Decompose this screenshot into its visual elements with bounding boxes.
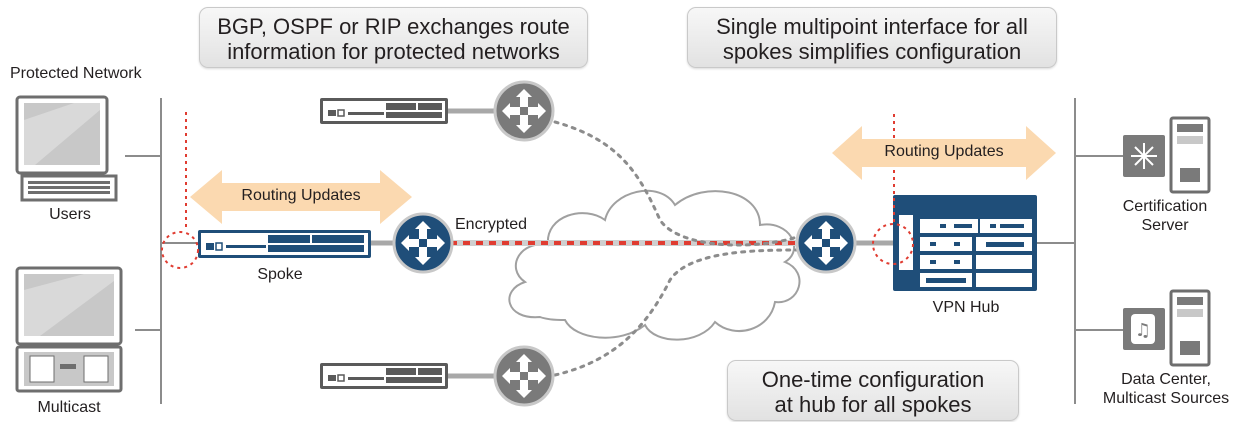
data-center-server-icon: ♫ — [1123, 289, 1211, 367]
dotted-link-bottom — [553, 248, 802, 377]
spoke-appliance-bottom — [319, 362, 449, 390]
router-spoke-icon — [392, 212, 454, 274]
data-center-label: Data Center, Multicast Sources — [1102, 371, 1230, 407]
router-top-gray-icon — [493, 80, 555, 142]
routing-updates-right-arrow — [832, 126, 1056, 180]
routing-updates-left-arrow — [190, 170, 412, 224]
router-hub-icon — [795, 212, 857, 274]
spoke-appliance-top — [319, 97, 449, 125]
internet-cloud-icon — [508, 189, 801, 341]
left-interface-marker — [161, 231, 199, 269]
vpn-hub-chassis-icon — [893, 195, 1037, 291]
spoke-appliance-blue — [198, 230, 371, 258]
routing-updates-left-label: Routing Updates — [241, 187, 361, 204]
multicast-label: Multicast — [37, 399, 101, 416]
right-interface-marker — [872, 223, 914, 265]
certification-server-icon — [1123, 116, 1211, 194]
certification-server-label: Certification Server — [1122, 198, 1208, 234]
callout-one-time-config: One-time configuration at hub for all sp… — [727, 360, 1019, 421]
vpn-hub-label: VPN Hub — [932, 299, 1000, 316]
router-bottom-gray-icon — [493, 345, 555, 407]
routing-updates-right-label: Routing Updates — [884, 143, 1004, 160]
protected-network-label: Protected Network — [10, 65, 142, 82]
svg-text:♫: ♫ — [1135, 320, 1151, 341]
dotted-link-top — [553, 120, 802, 247]
callout-routing-protocols: BGP, OSPF or RIP exchanges route informa… — [199, 7, 588, 68]
spoke-label: Spoke — [257, 266, 303, 283]
callout-multipoint: Single multipoint interface for all spok… — [687, 7, 1057, 68]
users-label: Users — [49, 206, 91, 223]
encrypted-label: Encrypted — [455, 216, 528, 233]
users-computer-icon — [15, 95, 118, 202]
multicast-workstation-icon — [15, 266, 123, 393]
